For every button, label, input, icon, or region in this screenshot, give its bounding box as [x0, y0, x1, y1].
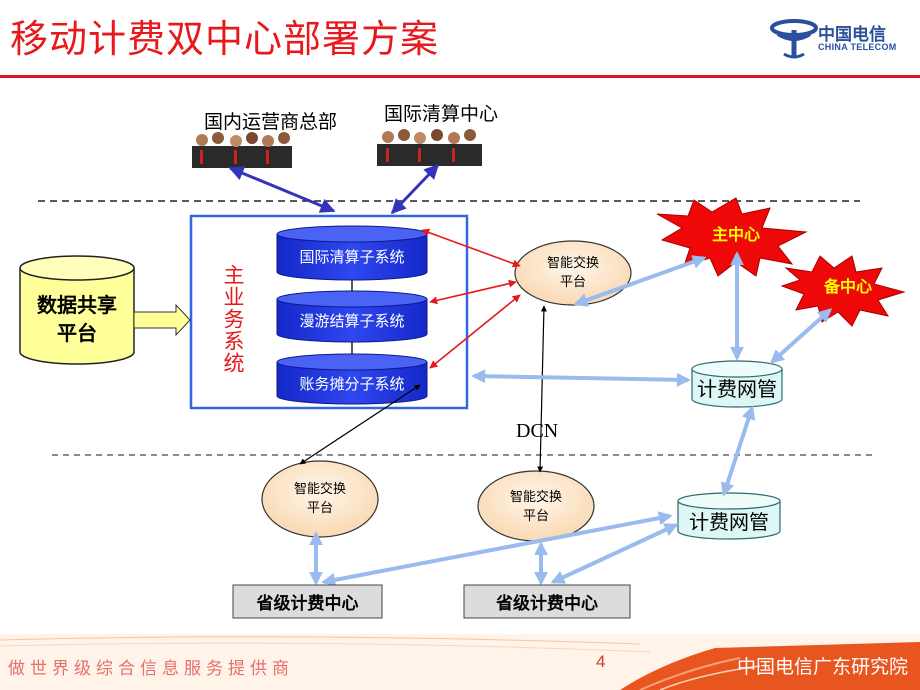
cylinder-roaming [276, 290, 428, 343]
telecom-emblem-icon [770, 19, 818, 59]
link-clearing-to-system [390, 163, 440, 215]
provincial-center-left-box [232, 584, 383, 619]
domestic-ops-label: 国内运营商总部 [204, 111, 338, 133]
provincial-center-right-box [463, 584, 631, 619]
backup-center-burst [780, 255, 906, 327]
dcn-label: DCN [516, 420, 559, 442]
billing-nms-upper-cylinder [691, 360, 783, 408]
intl-clearing-label: 国际清算中心 [384, 103, 499, 125]
logo-name: 中国电信 [818, 25, 886, 45]
link-nms-to-nms [720, 405, 756, 497]
link-roaming-to-switch [429, 279, 517, 305]
logo-subtitle: CHINA TELECOM [818, 42, 897, 52]
people-group-left-icon [192, 132, 292, 168]
page-title: 移动计费双中心部署方案 [10, 17, 440, 61]
smart-switch-left-shape [261, 460, 379, 538]
data-platform-cylinder [19, 255, 135, 365]
footer-organization: 中国电信广东研究院 [736, 656, 908, 678]
title-divider [0, 75, 920, 78]
cylinder-accounting [276, 353, 428, 405]
data-platform-arrow [133, 303, 191, 337]
smart-switch-top-shape [514, 240, 632, 306]
footer-slogan: 做世界级综合信息服务提供商 [8, 659, 294, 679]
cylinder-intl-clearing [276, 225, 428, 281]
smart-switch-mid-shape [477, 470, 595, 542]
page-number: 4 [596, 652, 606, 671]
link-intl-to-switch [421, 228, 521, 268]
link-switch-to-primary [573, 255, 707, 307]
people-group-right-icon [377, 129, 482, 166]
china-telecom-logo [770, 16, 920, 66]
billing-nms-lower-cylinder [677, 492, 781, 540]
footer-decoration [0, 636, 920, 690]
link-switch-dcn [537, 305, 547, 473]
link-accounting-to-nms [471, 369, 691, 387]
link-accounting-to-left-switch [299, 384, 421, 465]
link-backup-to-nms [769, 308, 833, 364]
link-rightprov-to-nms [550, 523, 679, 584]
link-accounting-to-switch [429, 294, 521, 369]
primary-center-burst [656, 197, 808, 277]
link-hq-to-system [228, 166, 336, 213]
